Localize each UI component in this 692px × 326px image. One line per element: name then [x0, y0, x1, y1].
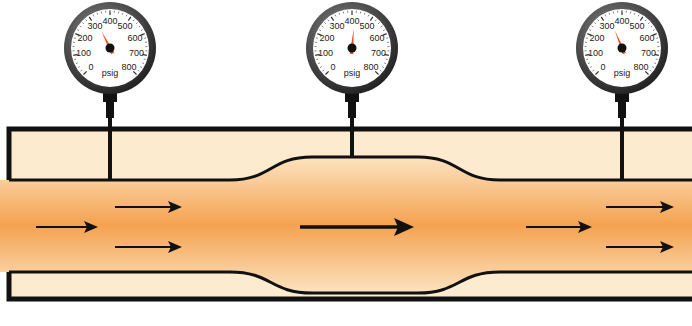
- scale-number: 200: [320, 33, 335, 43]
- flow-channel: [0, 157, 692, 293]
- scale-number: 800: [634, 62, 649, 72]
- scale-number: 300: [329, 21, 344, 31]
- scale-number: 400: [344, 16, 359, 26]
- needle-hub: [106, 44, 115, 53]
- scale-number: 500: [629, 21, 644, 31]
- gauge-stem: [103, 92, 629, 180]
- scale-number: 500: [117, 21, 132, 31]
- scale-number: 0: [88, 62, 93, 72]
- channel-wall: [9, 272, 692, 293]
- scale-number: 100: [76, 48, 91, 58]
- scale-number: 500: [359, 21, 374, 31]
- scale-number: 600: [369, 33, 384, 43]
- scale-number: 700: [641, 48, 656, 58]
- gauge-dial: 0 100 200 300400500 600 700 800psig: [583, 9, 661, 87]
- scale-number: 800: [364, 62, 379, 72]
- needle-hub: [348, 44, 357, 53]
- scale-number: 300: [87, 21, 102, 31]
- scale-number: 600: [127, 33, 142, 43]
- scale-number: 300: [599, 21, 614, 31]
- gauge-dial: 0 100 200 300400500 600 700 800psig: [71, 9, 149, 87]
- scale-number: 0: [330, 62, 335, 72]
- unit-label: psig: [102, 68, 119, 78]
- scale-number: 0: [600, 62, 605, 72]
- gauge-needle: [101, 31, 114, 54]
- scale-number: 200: [78, 33, 93, 43]
- scale-number: 200: [590, 33, 605, 43]
- unit-label: psig: [344, 68, 361, 78]
- scale-number: 400: [102, 16, 117, 26]
- gauge-dial: 0 100 200 300400500 600 700 800psig: [313, 9, 391, 87]
- scale-number: 400: [614, 16, 629, 26]
- scale-number: 800: [122, 62, 137, 72]
- gauge-bezel: [64, 2, 668, 94]
- gauge-needle: [615, 30, 626, 54]
- scale-number: 100: [588, 48, 603, 58]
- scale-number: 100: [318, 48, 333, 58]
- needle-hub: [618, 44, 627, 53]
- scale-number: 700: [129, 48, 144, 58]
- scale-number: 700: [371, 48, 386, 58]
- scale-number: 600: [639, 33, 654, 43]
- unit-label: psig: [614, 68, 631, 78]
- flow-arrow: [36, 201, 674, 253]
